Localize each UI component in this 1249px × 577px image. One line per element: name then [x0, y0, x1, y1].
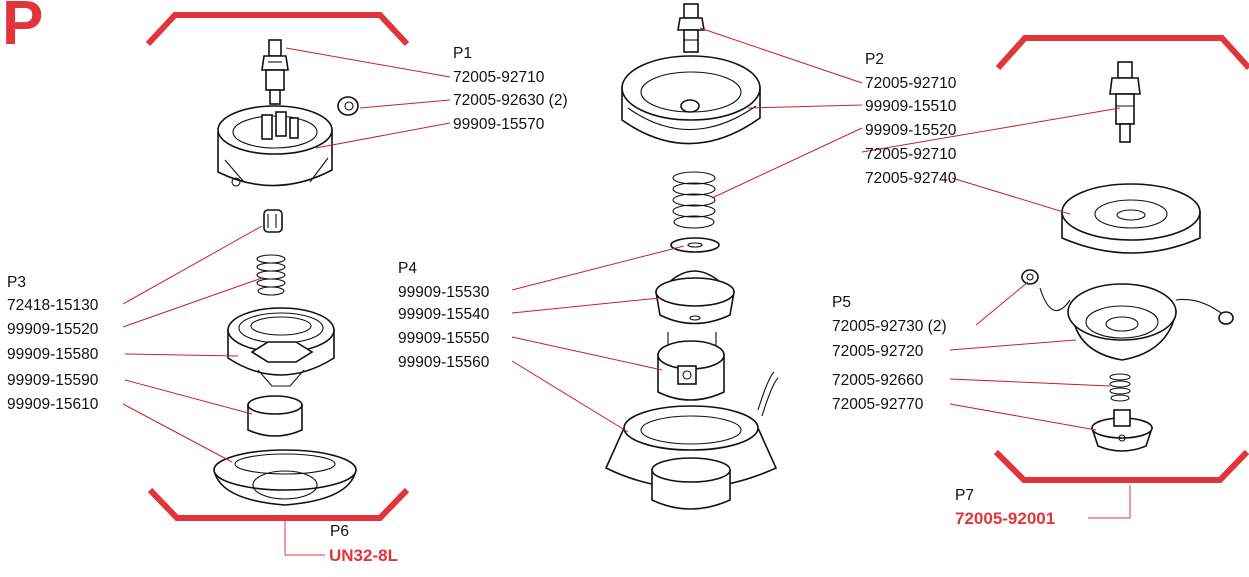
nut-part-left	[337, 96, 359, 116]
washer-part-center	[670, 237, 720, 253]
part-number-label: 99909-15520	[865, 122, 957, 139]
assembly-id-p7: P7	[955, 487, 974, 504]
cap-part-left	[263, 209, 283, 233]
kit-p5-labels: P5 72005-92730 (2) 72005-92720 72005-926…	[832, 294, 947, 413]
bracket-p7-bottom	[993, 449, 1249, 483]
spool-part-left	[227, 307, 335, 387]
part-number-label: 99909-15570	[453, 116, 545, 133]
part-number-label: 99909-15590	[7, 372, 99, 389]
bracket-p7-top	[995, 35, 1249, 71]
part-number-label: 99909-15510	[865, 98, 957, 115]
cover-part-center	[621, 55, 761, 145]
assembly-p7-callout: P7 72005-92001	[955, 487, 1055, 528]
part-number-label: 99909-15560	[398, 354, 490, 371]
part-number-label: 99909-15520	[7, 321, 99, 338]
part-number-label: 99909-15540	[398, 306, 490, 323]
part-number-label: 72005-92730 (2)	[832, 318, 947, 335]
part-number-label: 99909-15550	[398, 330, 490, 347]
kit-id-p4: P4	[398, 260, 417, 277]
spring-part-center	[672, 171, 716, 229]
assembly-part-number-p6: UN32-8L	[329, 546, 398, 565]
cover-part-left	[213, 449, 357, 506]
kit-id-p1: P1	[453, 45, 472, 62]
head-part-center	[604, 371, 779, 510]
section-letter: P	[2, 0, 43, 58]
part-number-label: 72005-92710	[865, 146, 957, 163]
eyelet-part-right	[1021, 269, 1039, 285]
center-assembly-drawings	[604, 3, 779, 510]
spring-part-left	[256, 254, 286, 296]
kit-p3-labels: P3 72418-15130 99909-15520 99909-15580 9…	[7, 274, 99, 413]
assembly-id-p6: P6	[330, 523, 349, 540]
kit-p2-labels: P2 72005-92710 99909-15510 99909-15520 7…	[865, 51, 957, 187]
knob-part-left	[247, 395, 303, 437]
right-assembly-drawings	[1021, 61, 1234, 452]
part-number-label: 72005-92710	[453, 69, 545, 86]
part-number-label: 99909-15580	[7, 346, 99, 363]
spring-part-right	[1109, 373, 1131, 402]
bracket-p6-bottom	[147, 487, 410, 521]
knob-part-right	[1090, 409, 1154, 452]
assembly-p6-callout: P6 UN32-8L	[329, 523, 398, 565]
kit-id-p3: P3	[7, 274, 26, 291]
part-number-label: 72005-92740	[865, 170, 957, 187]
left-assembly-drawings	[213, 39, 359, 506]
kit-id-p5: P5	[832, 294, 851, 311]
cover-part-right	[1061, 183, 1201, 254]
bolt-part-left	[261, 39, 289, 105]
spool-part-center	[657, 332, 725, 401]
part-number-label: 72005-92630 (2)	[453, 92, 568, 109]
housing-part-left	[217, 105, 333, 187]
kit-id-p2: P2	[865, 51, 884, 68]
bolt-part-center	[677, 3, 705, 53]
part-number-label: 72005-92720	[832, 343, 924, 360]
part-number-label: 72418-15130	[7, 297, 99, 314]
cup-part-center	[655, 270, 735, 325]
bolt-part-right	[1109, 61, 1141, 143]
bracket-p6-top	[145, 12, 410, 47]
part-number-label: 99909-15530	[398, 284, 490, 301]
part-number-label: 72005-92710	[865, 75, 957, 92]
part-number-label: 72005-92770	[832, 396, 924, 413]
kit-p1-labels: P1 72005-92710 72005-92630 (2) 99909-155…	[453, 45, 568, 133]
part-number-label: 72005-92660	[832, 372, 924, 389]
kit-p4-labels: P4 99909-15530 99909-15540 99909-15550 9…	[398, 260, 490, 371]
spool-part-right	[1039, 283, 1234, 361]
part-number-label: 99909-15610	[7, 396, 99, 413]
leader-lines	[122, 27, 1131, 556]
assembly-part-number-p7: 72005-92001	[955, 509, 1055, 528]
